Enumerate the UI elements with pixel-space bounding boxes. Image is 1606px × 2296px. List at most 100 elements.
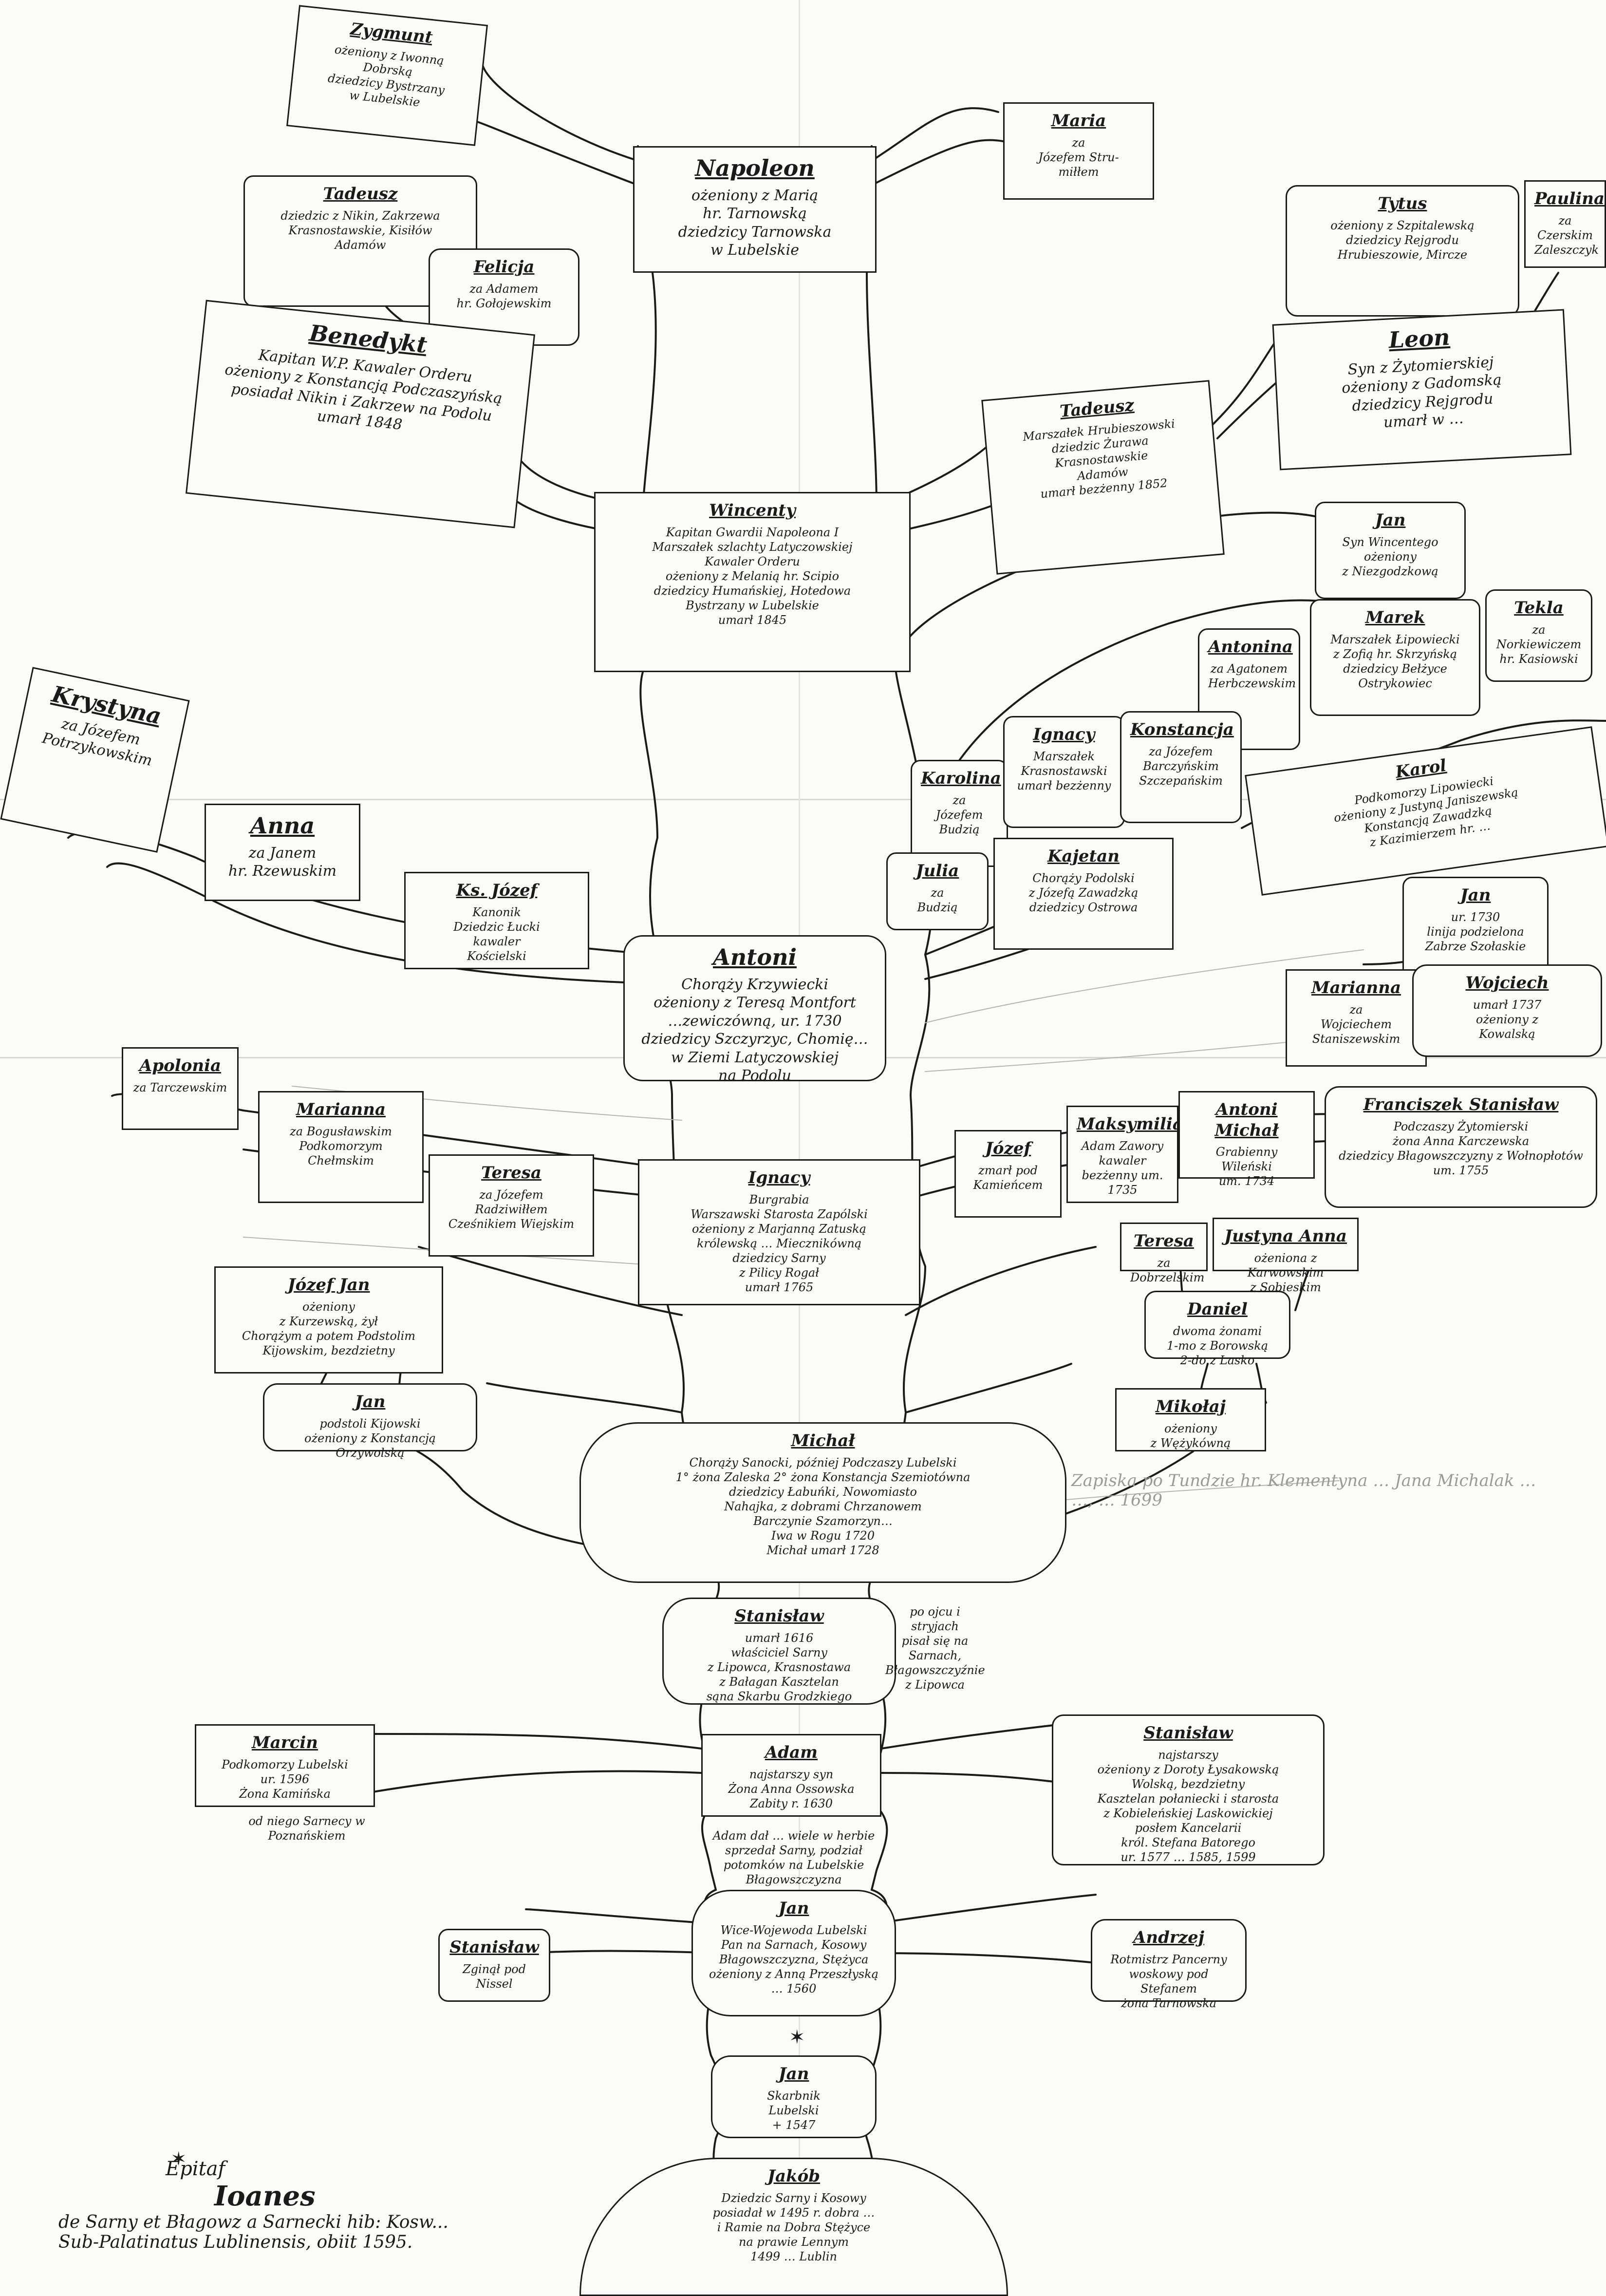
person-details: Dziedzic Sarny i Kosowy posiadał w 1495 … — [712, 2191, 875, 2263]
person-teresa-small: Teresa za Dobrzelskim — [1120, 1223, 1208, 1284]
person-details: dwoma żonami 1-mo z Borowską 2-do z Lask… — [1166, 1324, 1269, 1367]
person-tytus: Tytus ożeniony z Szpitalewską dziedzicy … — [1286, 185, 1519, 317]
epitaph-name: Ioanes — [214, 2180, 316, 2212]
person-jozef-jan: Józef Jan ożeniony z Kurzewską, żył Chor… — [214, 1266, 443, 1374]
person-maksymilian: Maksymilian Adam Zawory kawaler bezżenny… — [1066, 1106, 1195, 1203]
person-name: Teresa — [1134, 1231, 1194, 1251]
person-details: Marszałek Krasnostawski umarł bezżenny — [1017, 749, 1111, 792]
person-details: za Józefem Radziwiłłem Cześnikiem Wiejsk… — [448, 1187, 575, 1231]
person-name: Napoleon — [695, 155, 815, 181]
person-krystyna: Krystyna za Józefem Potrzykowskim — [0, 667, 190, 853]
person-details: ożeniony z Kurzewską, żył Chorążym a pot… — [242, 1299, 416, 1357]
person-benedykt: Benedykt Kapitan W.P. Kawaler Orderu oże… — [185, 300, 536, 528]
person-wincenty: Wincenty Kapitan Gwardii Napoleona I Mar… — [594, 492, 911, 672]
person-name: Apolonia — [139, 1056, 222, 1075]
person-name: Maksymilian — [1077, 1114, 1195, 1134]
person-details: umarł 1737 ożeniony z Kowalską — [1473, 997, 1542, 1041]
person-name: Ks. Józef — [456, 881, 538, 900]
person-details: Marszałek Łipowiecki z Zofią hr. Skrzyńs… — [1330, 632, 1460, 690]
person-jan-podstoli: Jan podstoli Kijowski ożeniony z Konstan… — [263, 1383, 477, 1460]
person-details: Podkomorzy Lubelski ur. 1596 Żona Kamińs… — [222, 1757, 348, 1801]
faded-annotation: Zapiska po Tundzie hr. Klementyna … Jana… — [1071, 1471, 1536, 1510]
person-name: Daniel — [1187, 1299, 1248, 1319]
person-andrzej: Andrzej Rotmistrz Pancerny woskowy pod S… — [1091, 1919, 1247, 2010]
person-jan-wice: Jan Wice-Wojewoda Lubelski Pan na Sarnac… — [691, 1890, 896, 2016]
person-kajetan: Kajetan Chorąży Podolski z Józefą Zawadz… — [993, 838, 1174, 950]
person-anna: Anna za Janem hr. Rzewuskim — [205, 804, 360, 901]
person-tekla: Tekla za Norkiewiczem hr. Kasiowski — [1485, 589, 1592, 682]
epitaph-title: Epitaf — [166, 2158, 225, 2180]
person-details: Rotmistrz Pancerny woskowy pod Stefanem … — [1110, 1952, 1227, 2010]
star-icon: ✶ — [170, 2148, 187, 2170]
person-name: Józef Jan — [287, 1275, 370, 1295]
paper-fold-line — [0, 799, 1606, 800]
person-details: Kapitan Gwardii Napoleona I Marszałek sz… — [652, 525, 853, 627]
person-ignacy-upper: Ignacy Marszałek Krasnostawski umarł bez… — [1003, 716, 1125, 828]
person-details: podstoli Kijowski ożeniony z Konstancją … — [304, 1416, 436, 1460]
person-details: Chorąży Sanocki, później Podczaszy Lubel… — [675, 1455, 971, 1557]
person-zygmunt: Zygmunt ożeniony z Iwonną Dobrską dziedz… — [286, 5, 488, 146]
person-name: Ignacy — [748, 1168, 810, 1187]
person-teresa: Teresa za Józefem Radziwiłłem Cześnikiem… — [429, 1154, 594, 1257]
person-leon: Leon Syn z Żytomierskiej ożeniony z Gado… — [1272, 309, 1572, 470]
person-details: umarł 1616 właściciel Sarny z Lipowca, K… — [706, 1631, 852, 1703]
note-text: od niego Sarnecy w Poznańskiem — [248, 1814, 365, 1843]
person-name: Stanisław — [1143, 1723, 1233, 1743]
person-michal: Michał Chorąży Sanocki, później Podczasz… — [579, 1422, 1066, 1583]
person-details: za Wojciechem Staniszewskim — [1312, 1002, 1401, 1046]
person-maria: Maria za Józefem Stru- miłłem — [1003, 102, 1154, 200]
person-details: ożeniony z Wężykówną — [1150, 1421, 1231, 1450]
person-details: Marszałek Hrubieszowski dziedzic Żurawa … — [1022, 416, 1176, 501]
person-name: Stanisław — [449, 1938, 539, 1957]
person-ks-jozef: Ks. Józef Kanonik Dziedzic Łucki kawaler… — [404, 872, 589, 969]
person-details: Chorąży Podolski z Józefą Zawadzką dzied… — [1028, 871, 1139, 914]
person-name: Marianna — [1311, 978, 1401, 997]
person-name: Wojciech — [1465, 973, 1549, 993]
epitaph-line: Sub-Palatinatus Lublinensis, obiit 1595. — [58, 2232, 413, 2252]
person-name: Jan — [1460, 885, 1491, 905]
person-name: Andrzej — [1133, 1928, 1205, 1947]
person-details: Syn z Żytomierskiej ożeniony z Gadomską … — [1341, 353, 1502, 432]
person-details: najstarszy ożeniony z Doroty Łysakowską … — [1097, 1748, 1279, 1864]
person-ignacy: Ignacy Burgrabia Warszawski Starosta Zap… — [638, 1159, 920, 1305]
person-details: ożeniony z Szpitalewską dziedzicy Rejgro… — [1330, 218, 1475, 262]
person-justyna: Justyna Anna ożeniona z Karwowskim z Sob… — [1213, 1218, 1359, 1294]
person-name: Justyna Anna — [1224, 1226, 1347, 1246]
person-name: Marcin — [252, 1733, 318, 1752]
note-adam: Adam dał … wiele w herbie sprzedał Sarny… — [701, 1822, 886, 1886]
person-name: Jakób — [767, 2166, 821, 2186]
person-daniel: Daniel dwoma żonami 1-mo z Borowską 2-do… — [1144, 1291, 1290, 1367]
person-name: Stanisław — [734, 1606, 824, 1626]
person-stanislaw-right: Stanisław najstarszy ożeniony z Doroty Ł… — [1052, 1714, 1325, 1865]
person-details: ur. 1730 linija podzielona Zabrze Szołas… — [1425, 910, 1526, 953]
person-name: Marianna — [296, 1100, 386, 1119]
person-details: za Dobrzelskim — [1130, 1256, 1205, 1284]
person-details: Skarbnik Lubelski + 1547 — [767, 2089, 821, 2132]
person-details: ożeniona z Karwowskim z Sobieskim — [1247, 1251, 1324, 1294]
person-details: Wice-Wojewoda Lubelski Pan na Sarnach, K… — [709, 1923, 878, 1995]
person-apolonia: Apolonia za Tarczewskim — [122, 1047, 239, 1130]
person-name: Antoni Michał — [1214, 1100, 1279, 1140]
person-jozef-right: Józef zmarł pod Kamieńcem — [954, 1130, 1062, 1218]
person-details: dziedzic z Nikin, Zakrzewa Krasnostawski… — [280, 208, 440, 252]
person-name: Kajetan — [1047, 847, 1120, 866]
person-name: Franciszek Stanisław — [1363, 1095, 1559, 1114]
person-paulina: Paulina za Czerskim Zaleszczyk — [1524, 180, 1606, 268]
note-left: od niego Sarnecy w Poznańskiem — [205, 1807, 409, 1843]
person-marianna-left: Marianna za Bogusławskim Podkomorzym Che… — [258, 1091, 424, 1203]
person-stanislaw-low: Stanisław Zginął pod Nissel — [438, 1929, 550, 2002]
person-name: Karolina — [921, 769, 1001, 788]
person-details: za Adamem hr. Gołojewskim — [456, 282, 552, 310]
person-konstancja: Konstancja za Józefem Barczyńskim Szczep… — [1120, 711, 1242, 823]
person-name: Jan — [1375, 510, 1406, 530]
person-antoni-michal: Antoni Michał Grabienny Wileński um. 173… — [1178, 1091, 1315, 1188]
person-wojciech: Wojciech umarł 1737 ożeniony z Kowalską — [1412, 964, 1602, 1057]
person-marek: Marek Marszałek Łipowiecki z Zofią hr. S… — [1310, 599, 1480, 716]
person-details: najstarszy syn Żona Anna Ossowska Zabity… — [728, 1767, 855, 1810]
person-name: Ignacy — [1033, 725, 1095, 744]
person-name: Marek — [1365, 608, 1425, 627]
person-details: zmarł pod Kamieńcem — [973, 1163, 1043, 1192]
paper-fold-line — [799, 0, 800, 2296]
person-name: Adam — [765, 1743, 818, 1762]
